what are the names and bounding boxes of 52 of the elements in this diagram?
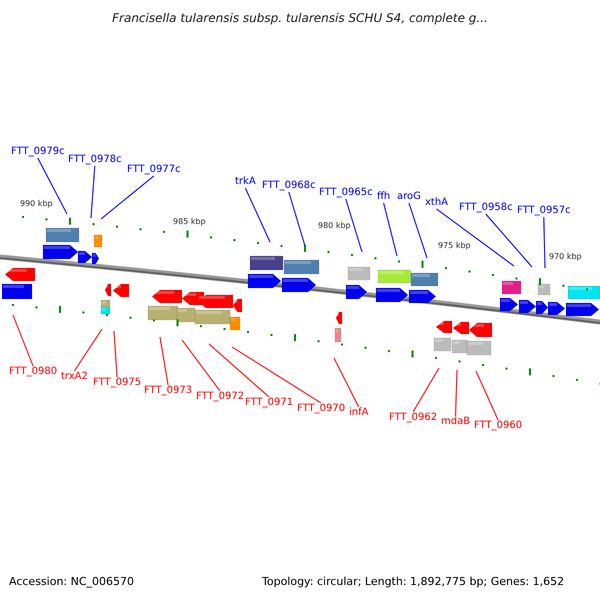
- gene-label: FTT_0973: [144, 386, 192, 396]
- leader-line: [208, 344, 270, 398]
- leader-line: [232, 346, 322, 404]
- leader-line: [345, 198, 362, 252]
- gene-label: infA: [349, 408, 368, 418]
- leader-line: [114, 330, 118, 378]
- gene-label: FTT_0970: [297, 404, 346, 414]
- leader-line: [412, 368, 440, 412]
- gene-label: FTT_0958c: [459, 203, 513, 213]
- gene-label: FTT_0975: [93, 378, 142, 388]
- accession-text: Accession: NC_006570: [9, 576, 134, 587]
- leader-line: [383, 202, 398, 256]
- gene-label: FTT_0960: [474, 421, 522, 431]
- leader-line: [455, 370, 458, 416]
- diagram-title: Francisella tularensis subsp. tularensis SCHU S4, complete g...: [111, 12, 489, 24]
- scale-label: 980 kbp: [318, 222, 351, 230]
- gene-label: FTT_0971: [245, 398, 294, 408]
- leader-line: [334, 358, 360, 408]
- leader-line: [182, 340, 221, 392]
- summary-text: Topology: circular; Length: 1,892,775 bp; Genes: 1,652: [262, 576, 564, 587]
- gene-label: trxA2: [61, 372, 88, 382]
- leader-line: [485, 214, 532, 268]
- leader-line: [543, 216, 546, 268]
- leader-line: [100, 176, 154, 220]
- scale-label: 975 kbp: [438, 242, 471, 250]
- gene-label: trkA: [235, 177, 256, 187]
- leader-line: [74, 328, 102, 372]
- gene-label: FTT_0957c: [517, 206, 571, 216]
- gene-label: FTT_0962: [389, 413, 438, 423]
- gene-label: FTT_0965c: [319, 188, 373, 198]
- gene-label: ffh: [377, 192, 390, 202]
- gene-label: FTT_0979c: [11, 147, 65, 157]
- gene-label: FTT_0968c: [262, 181, 316, 191]
- gene-label: FTT_0977c: [127, 165, 181, 175]
- gene-label: mdaB: [441, 417, 470, 427]
- leader-line: [408, 202, 428, 258]
- leader-line: [90, 166, 96, 218]
- gene-label: aroG: [397, 192, 421, 202]
- gene-label: FTT_0978c: [68, 155, 122, 165]
- gene-label: FTT_0980: [9, 367, 58, 377]
- leader-line: [37, 158, 68, 214]
- leader-line: [160, 336, 169, 386]
- leader-line: [288, 192, 306, 246]
- leader-line: [12, 314, 34, 366]
- gene-label: FTT_0972: [196, 392, 244, 402]
- scale-label: 970 kbp: [549, 253, 582, 261]
- leader-line: [436, 208, 514, 266]
- gene-label: xthA: [425, 198, 448, 208]
- scale-label: 985 kbp: [173, 218, 206, 226]
- leader-line: [244, 188, 270, 242]
- scale-label: 990 kbp: [20, 200, 53, 208]
- leader-line: [476, 370, 499, 420]
